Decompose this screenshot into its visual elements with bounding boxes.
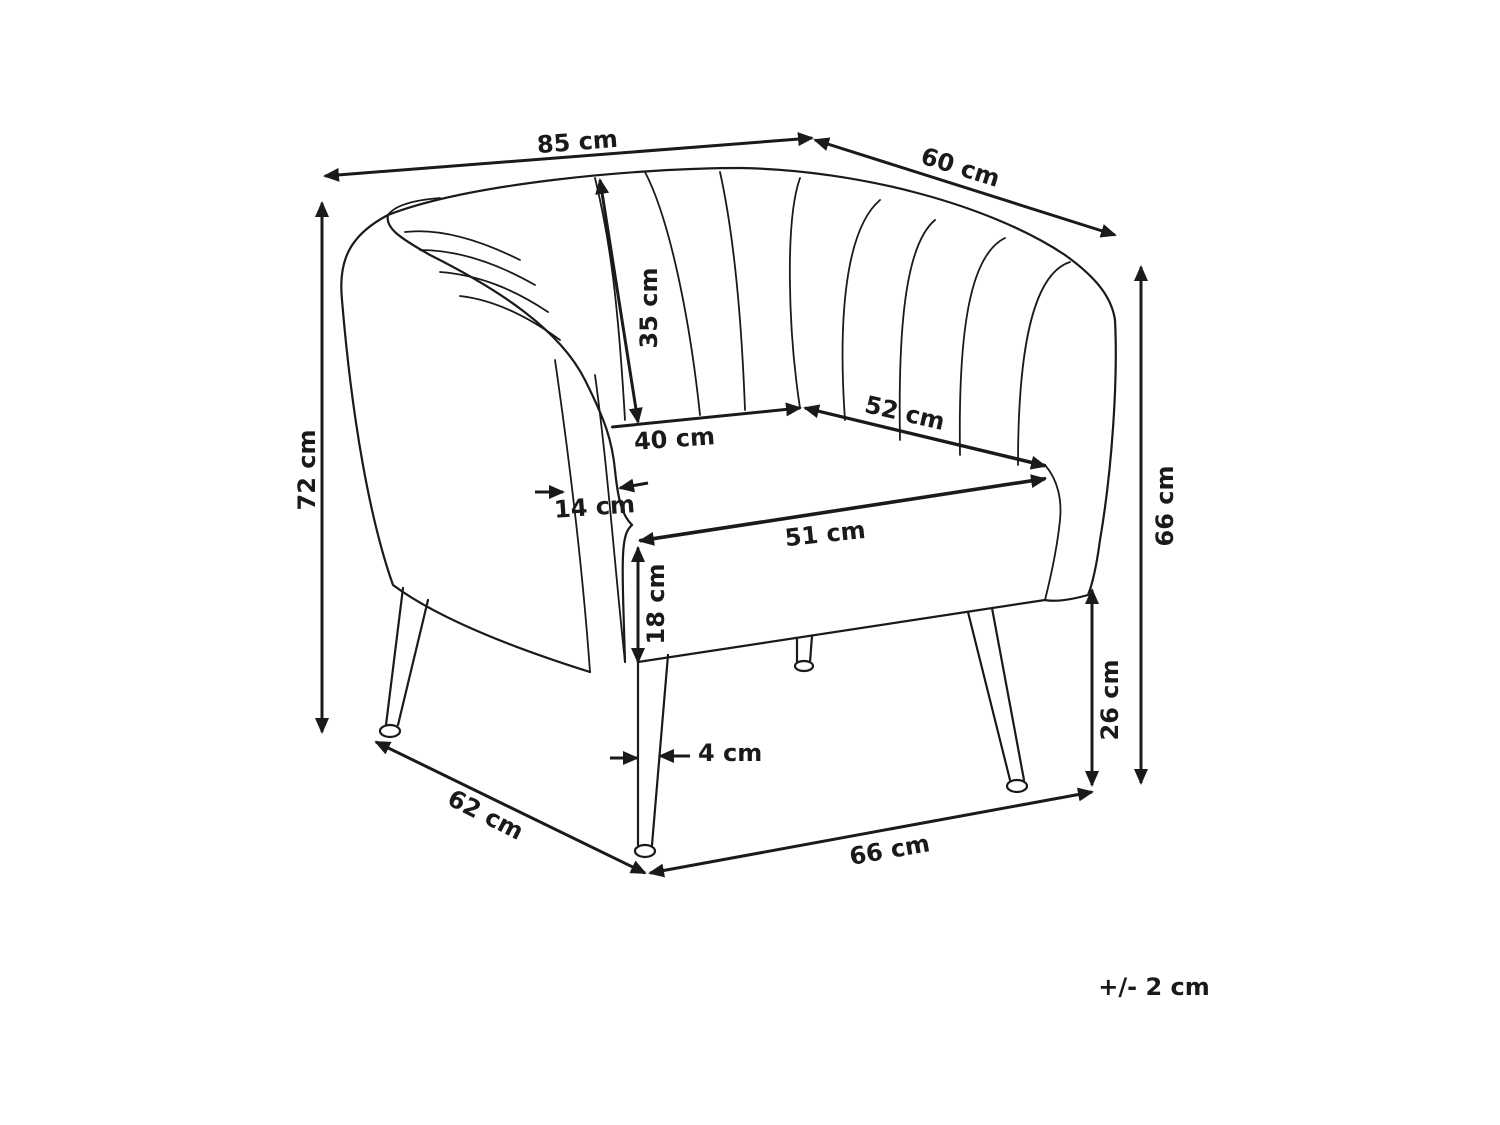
label-seat-depth-side: 52 cm [862, 390, 947, 436]
dim-line-85cm [323, 132, 814, 182]
label-leg-height: 26 cm [1096, 660, 1124, 741]
label-seat-thickness: 18 cm [642, 564, 670, 645]
label-overall-width: 85 cm [536, 125, 619, 159]
dim-line-40cm [611, 402, 802, 429]
label-overall-height: 72 cm [293, 430, 321, 511]
dimension-lines [315, 132, 1148, 878]
dim-line-14cm-right [618, 478, 649, 493]
dim-line-66cm-width [648, 787, 1094, 878]
dim-line-62cm [374, 740, 647, 875]
label-back-height: 35 cm [635, 268, 663, 349]
dim-line-52cm [803, 404, 1047, 470]
dim-line-60cm [813, 137, 1117, 238]
label-arm-height: 66 cm [1151, 466, 1179, 547]
dim-line-51cm [638, 474, 1047, 546]
label-arm-thickness: 14 cm [553, 490, 636, 524]
label-leg-depth-span: 62 cm [443, 784, 528, 846]
label-seat-width-back: 40 cm [633, 422, 716, 456]
label-tolerance: +/- 2 cm [1098, 973, 1209, 1001]
label-leg-diameter: 4 cm [698, 739, 762, 767]
label-seat-width-front: 51 cm [783, 516, 866, 552]
dim-line-35cm [595, 178, 643, 424]
